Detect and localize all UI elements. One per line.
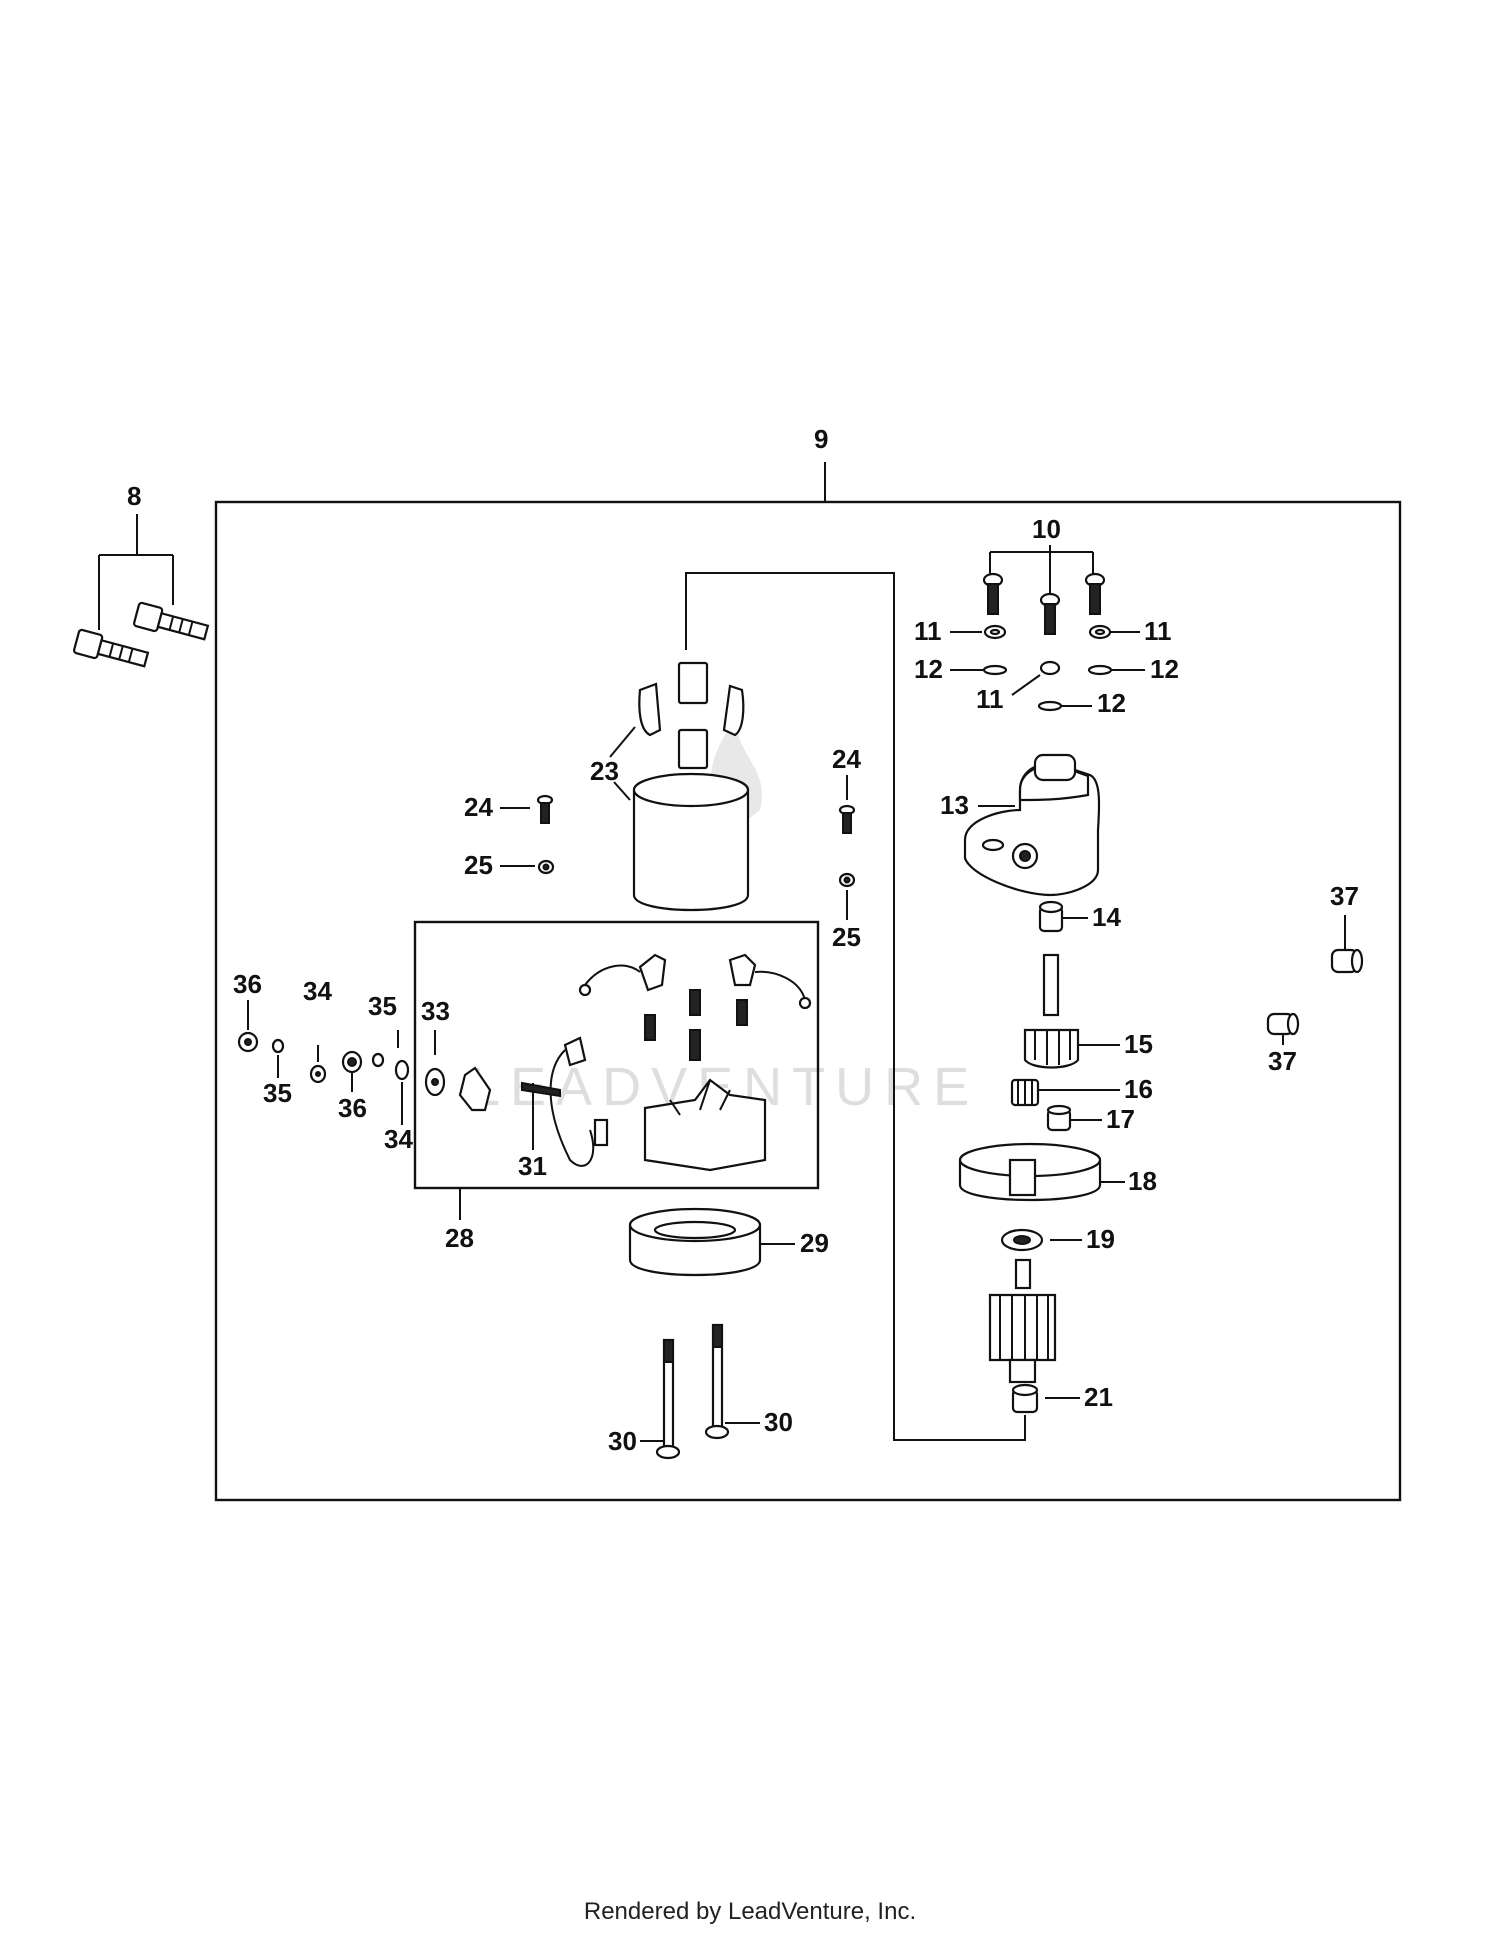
callout-24: 24 bbox=[832, 744, 861, 774]
callout-10: 10 bbox=[1032, 514, 1061, 544]
callout-34: 34 bbox=[303, 976, 332, 1006]
callout-11: 11 bbox=[976, 684, 1004, 714]
leader-lines bbox=[98, 462, 1346, 1442]
callout-9: 9 bbox=[814, 424, 828, 454]
callout-25: 25 bbox=[832, 922, 861, 952]
callout-36: 36 bbox=[233, 969, 262, 999]
part-25-washers bbox=[537, 859, 856, 888]
callout-14: 14 bbox=[1092, 902, 1121, 932]
callout-24: 24 bbox=[464, 792, 493, 822]
part-19-bearing bbox=[1000, 1228, 1044, 1252]
part-17-bushing bbox=[1046, 1104, 1072, 1132]
callout-30: 30 bbox=[764, 1407, 793, 1437]
callout-30: 30 bbox=[608, 1426, 637, 1456]
part-13-end-cap bbox=[963, 753, 1101, 897]
part-28-brush-plate bbox=[521, 953, 812, 1172]
part-23-magnets-housing bbox=[632, 661, 750, 912]
callout-16: 16 bbox=[1124, 1074, 1153, 1104]
part-8-bolts bbox=[73, 601, 210, 668]
callout-23: 23 bbox=[590, 756, 619, 786]
callout-18: 18 bbox=[1128, 1166, 1157, 1196]
part-37-spacers bbox=[1266, 948, 1364, 1036]
callout-25: 25 bbox=[464, 850, 493, 880]
part-29-end-housing bbox=[628, 1207, 762, 1277]
callout-35: 35 bbox=[263, 1078, 292, 1108]
part-33-terminal bbox=[424, 1066, 492, 1112]
callout-12: 12 bbox=[1150, 654, 1179, 684]
callout-28: 28 bbox=[445, 1223, 474, 1253]
callout-37: 37 bbox=[1268, 1046, 1297, 1076]
callout-33: 33 bbox=[421, 996, 450, 1026]
callout-37: 37 bbox=[1330, 881, 1359, 911]
brush-plate-frame bbox=[413, 920, 820, 1190]
callout-36: 36 bbox=[338, 1093, 367, 1123]
callout-19: 19 bbox=[1086, 1224, 1115, 1254]
callout-12: 12 bbox=[914, 654, 943, 684]
callout-17: 17 bbox=[1106, 1104, 1135, 1134]
callout-34: 34 bbox=[384, 1124, 413, 1154]
part-20-armature bbox=[988, 1258, 1057, 1384]
callout-35: 35 bbox=[368, 991, 397, 1021]
part-30-through-bolts bbox=[655, 1323, 730, 1460]
callout-29: 29 bbox=[800, 1228, 829, 1258]
part-14-bushing bbox=[1038, 900, 1064, 933]
callout-12: 12 bbox=[1097, 688, 1126, 718]
callout-8: 8 bbox=[127, 481, 141, 511]
part-34-36-hardware bbox=[237, 1031, 410, 1084]
part-10-screws bbox=[982, 572, 1106, 635]
assembly-frame bbox=[214, 500, 1402, 1502]
part-15-drive-gear bbox=[1023, 953, 1080, 1069]
callout-21: 21 bbox=[1084, 1382, 1113, 1412]
callout-13: 13 bbox=[940, 790, 969, 820]
part-21-bushing bbox=[1011, 1383, 1039, 1414]
callout-15: 15 bbox=[1124, 1029, 1153, 1059]
part-18-gear-housing bbox=[958, 1142, 1102, 1202]
part-16-pinion bbox=[1010, 1078, 1040, 1107]
part-11-12-washers bbox=[982, 624, 1113, 712]
callout-11: 11 bbox=[1144, 616, 1172, 646]
callout-11: 11 bbox=[914, 616, 942, 646]
callout-labels: 8 9 10 11 11 11 12 12 12 13 14 15 16 17 … bbox=[127, 424, 1359, 1456]
callout-31: 31 bbox=[518, 1151, 547, 1181]
footer-credit: Rendered by LeadVenture, Inc. bbox=[583, 1898, 917, 1925]
part-24-screws bbox=[536, 794, 856, 834]
